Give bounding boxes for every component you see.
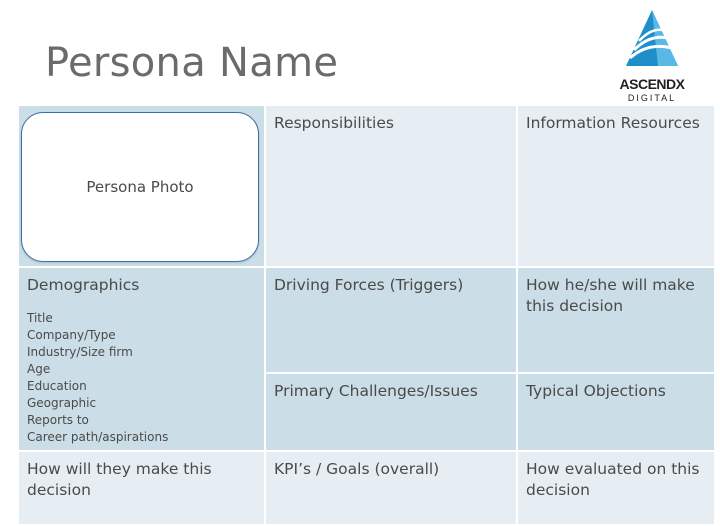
page-title: Persona Name [45, 40, 339, 86]
demographics-item: Geographic [27, 396, 97, 410]
demographics-item: Reports to [27, 413, 89, 427]
how-evaluated-label: How evaluated on this decision [526, 460, 700, 499]
typical-objections-label: Typical Objections [526, 382, 666, 400]
logo-subtitle: DIGITAL [627, 93, 677, 103]
demographics-item: Age [27, 362, 51, 376]
company-logo: ASCENDX DIGITAL [614, 8, 690, 104]
photo-label: Persona Photo [86, 178, 194, 196]
kpis-label: KPI’s / Goals (overall) [274, 460, 440, 478]
logo-name: ASCENDX [619, 76, 685, 92]
responsibilities-cell: Responsibilities [266, 106, 516, 266]
photo-cell: Persona Photo [19, 106, 264, 266]
logo-mountain-icon [626, 10, 678, 66]
information-resources-cell: Information Resources [518, 106, 714, 266]
demographics-list: Title Company/Type Industry/Size firm Ag… [27, 310, 256, 446]
demographics-item: Company/Type [27, 328, 116, 342]
demographics-item: Education [27, 379, 87, 393]
typical-objections-cell: Typical Objections [518, 374, 714, 450]
kpis-cell: KPI’s / Goals (overall) [266, 452, 516, 524]
information-resources-label: Information Resources [526, 114, 700, 132]
demographics-label: Demographics [27, 276, 140, 294]
how-decision-cell: How he/she will make this decision [518, 268, 714, 372]
demographics-cell: Demographics Title Company/Type Industry… [19, 268, 264, 450]
driving-forces-label: Driving Forces (Triggers) [274, 276, 464, 294]
demographics-item: Title [27, 311, 53, 325]
demographics-item: Career path/aspirations [27, 430, 169, 444]
persona-photo-placeholder[interactable]: Persona Photo [21, 112, 259, 262]
how-will-they-label: How will they make this decision [27, 460, 212, 499]
demographics-item: Industry/Size firm [27, 345, 133, 359]
primary-challenges-label: Primary Challenges/Issues [274, 382, 478, 400]
driving-forces-cell: Driving Forces (Triggers) [266, 268, 516, 372]
responsibilities-label: Responsibilities [274, 114, 394, 132]
persona-grid: Persona Photo Responsibilities Informati… [19, 106, 714, 524]
how-will-they-cell: How will they make this decision [19, 452, 264, 524]
how-decision-label: How he/she will make this decision [526, 276, 695, 315]
primary-challenges-cell: Primary Challenges/Issues [266, 374, 516, 450]
how-evaluated-cell: How evaluated on this decision [518, 452, 714, 524]
